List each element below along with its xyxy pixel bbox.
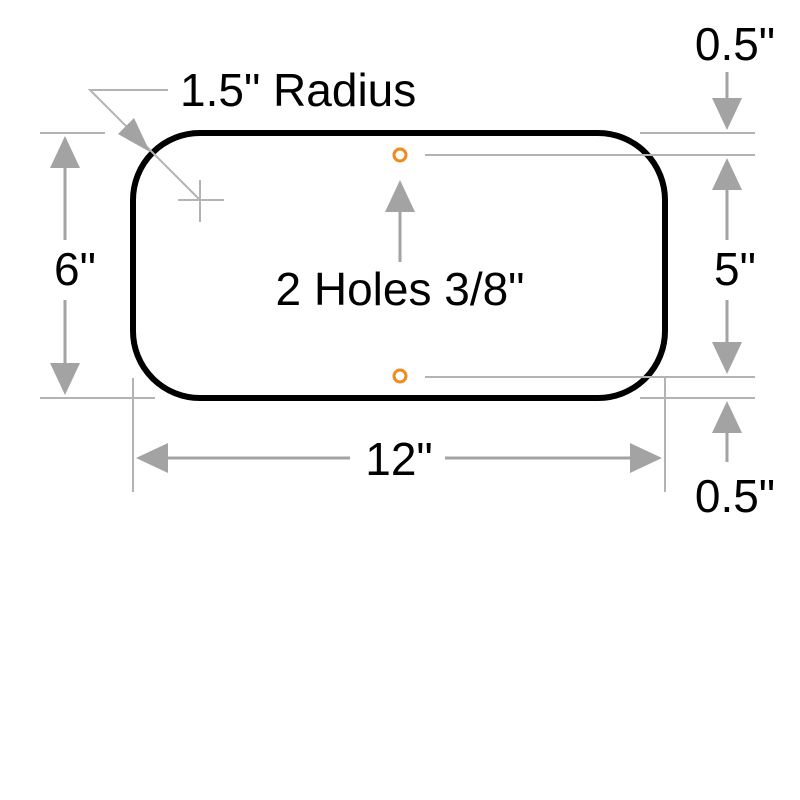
radius-label: 1.5" Radius — [180, 64, 416, 116]
width-label: 12" — [365, 433, 433, 485]
height-dimension — [40, 132, 155, 399]
top-offset-label: 0.5" — [695, 18, 775, 70]
bottom-offset-dimension — [640, 397, 755, 462]
bottom-offset-label: 0.5" — [695, 470, 775, 522]
height-label: 6" — [54, 243, 96, 295]
radius-leader — [87, 89, 224, 222]
holes-callout-arrow — [385, 180, 415, 262]
holes-label: 2 Holes 3/8" — [275, 263, 524, 315]
top-hole — [392, 147, 408, 163]
hole-spacing-dimension — [425, 154, 755, 378]
sign-outline — [130, 130, 668, 401]
top-offset-dimension — [640, 72, 755, 134]
hole-spacing-label: 5" — [714, 243, 756, 295]
bottom-hole — [392, 368, 408, 384]
width-dimension — [132, 378, 666, 492]
